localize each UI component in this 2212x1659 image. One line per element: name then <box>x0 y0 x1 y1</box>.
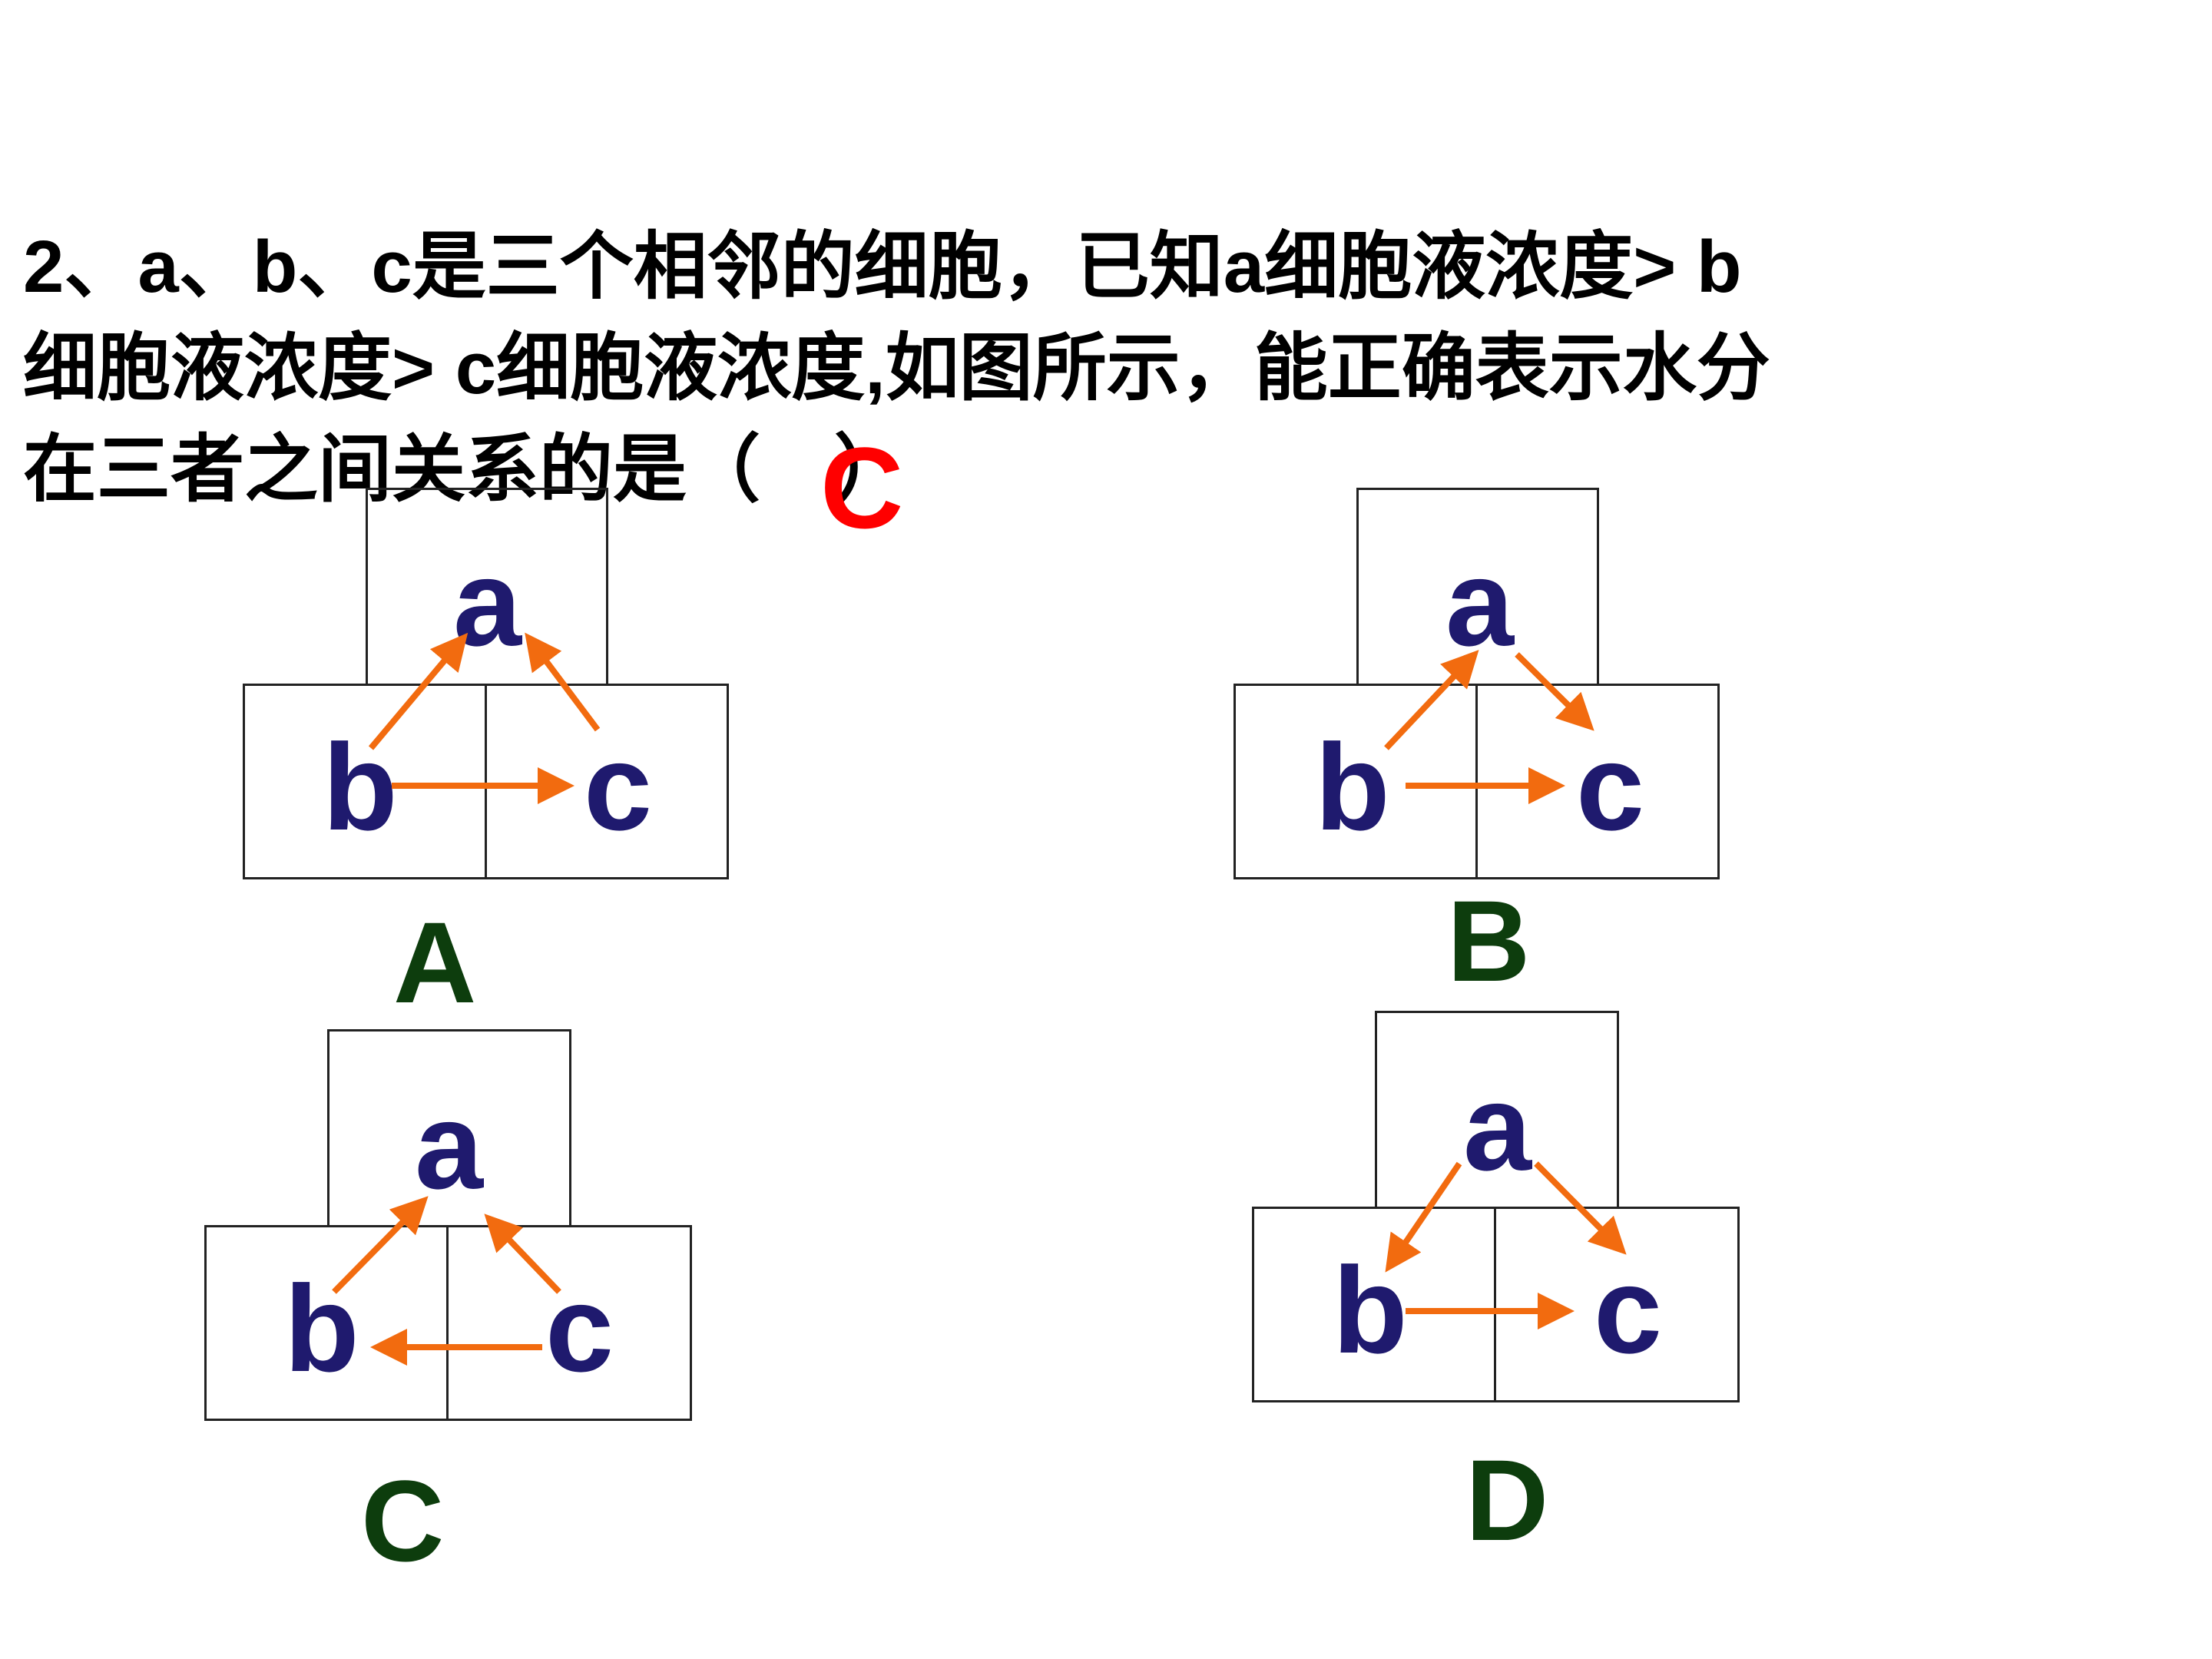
arrow-a-to-b <box>1385 1161 1462 1273</box>
question-line-3: 在三者之间关系的是（ ） <box>23 429 908 511</box>
arrow-a-to-c <box>1534 1161 1627 1255</box>
arrow-b-to-a <box>332 1196 429 1294</box>
option-label-c: C <box>361 1456 445 1585</box>
option-label-b: B <box>1447 876 1531 1005</box>
cell-c-label: c <box>584 718 652 856</box>
arrow-a-to-c <box>1515 652 1594 731</box>
option-label-d: D <box>1465 1435 1549 1565</box>
answer-mark: C <box>820 423 904 552</box>
cell-c-box <box>485 684 729 879</box>
cell-c-label: c <box>1576 718 1644 856</box>
cell-b-label: b <box>1315 718 1390 856</box>
cell-a-label: a <box>1445 534 1514 671</box>
arrow-c-to-a <box>525 632 601 732</box>
question-line-1: 2、a、b、c是三个相邻的细胞，已知a细胞液浓度> b <box>23 226 1742 308</box>
cell-c-box <box>1475 684 1720 879</box>
cell-c-box <box>446 1225 692 1421</box>
question-line-2: 细胞液浓度> c细胞液浓度,如图所示，能正确表示水分 <box>23 327 1770 409</box>
arrow-b-to-a <box>1384 650 1479 750</box>
arrow-b-to-a <box>368 632 469 750</box>
option-label-a: A <box>393 898 477 1027</box>
arrow-c-to-a <box>484 1214 561 1294</box>
cell-a-label: a <box>1463 1058 1532 1196</box>
cell-b-label: b <box>284 1260 359 1397</box>
question-text: 2、a、b、c是三个相邻的细胞，已知a细胞液浓度> b 细胞液浓度> c细胞液浓… <box>23 217 2158 521</box>
cell-a-label: a <box>415 1077 483 1214</box>
cell-c-label: c <box>1594 1241 1662 1379</box>
cell-c-box <box>1494 1207 1740 1402</box>
cell-b-label: b <box>323 718 398 856</box>
